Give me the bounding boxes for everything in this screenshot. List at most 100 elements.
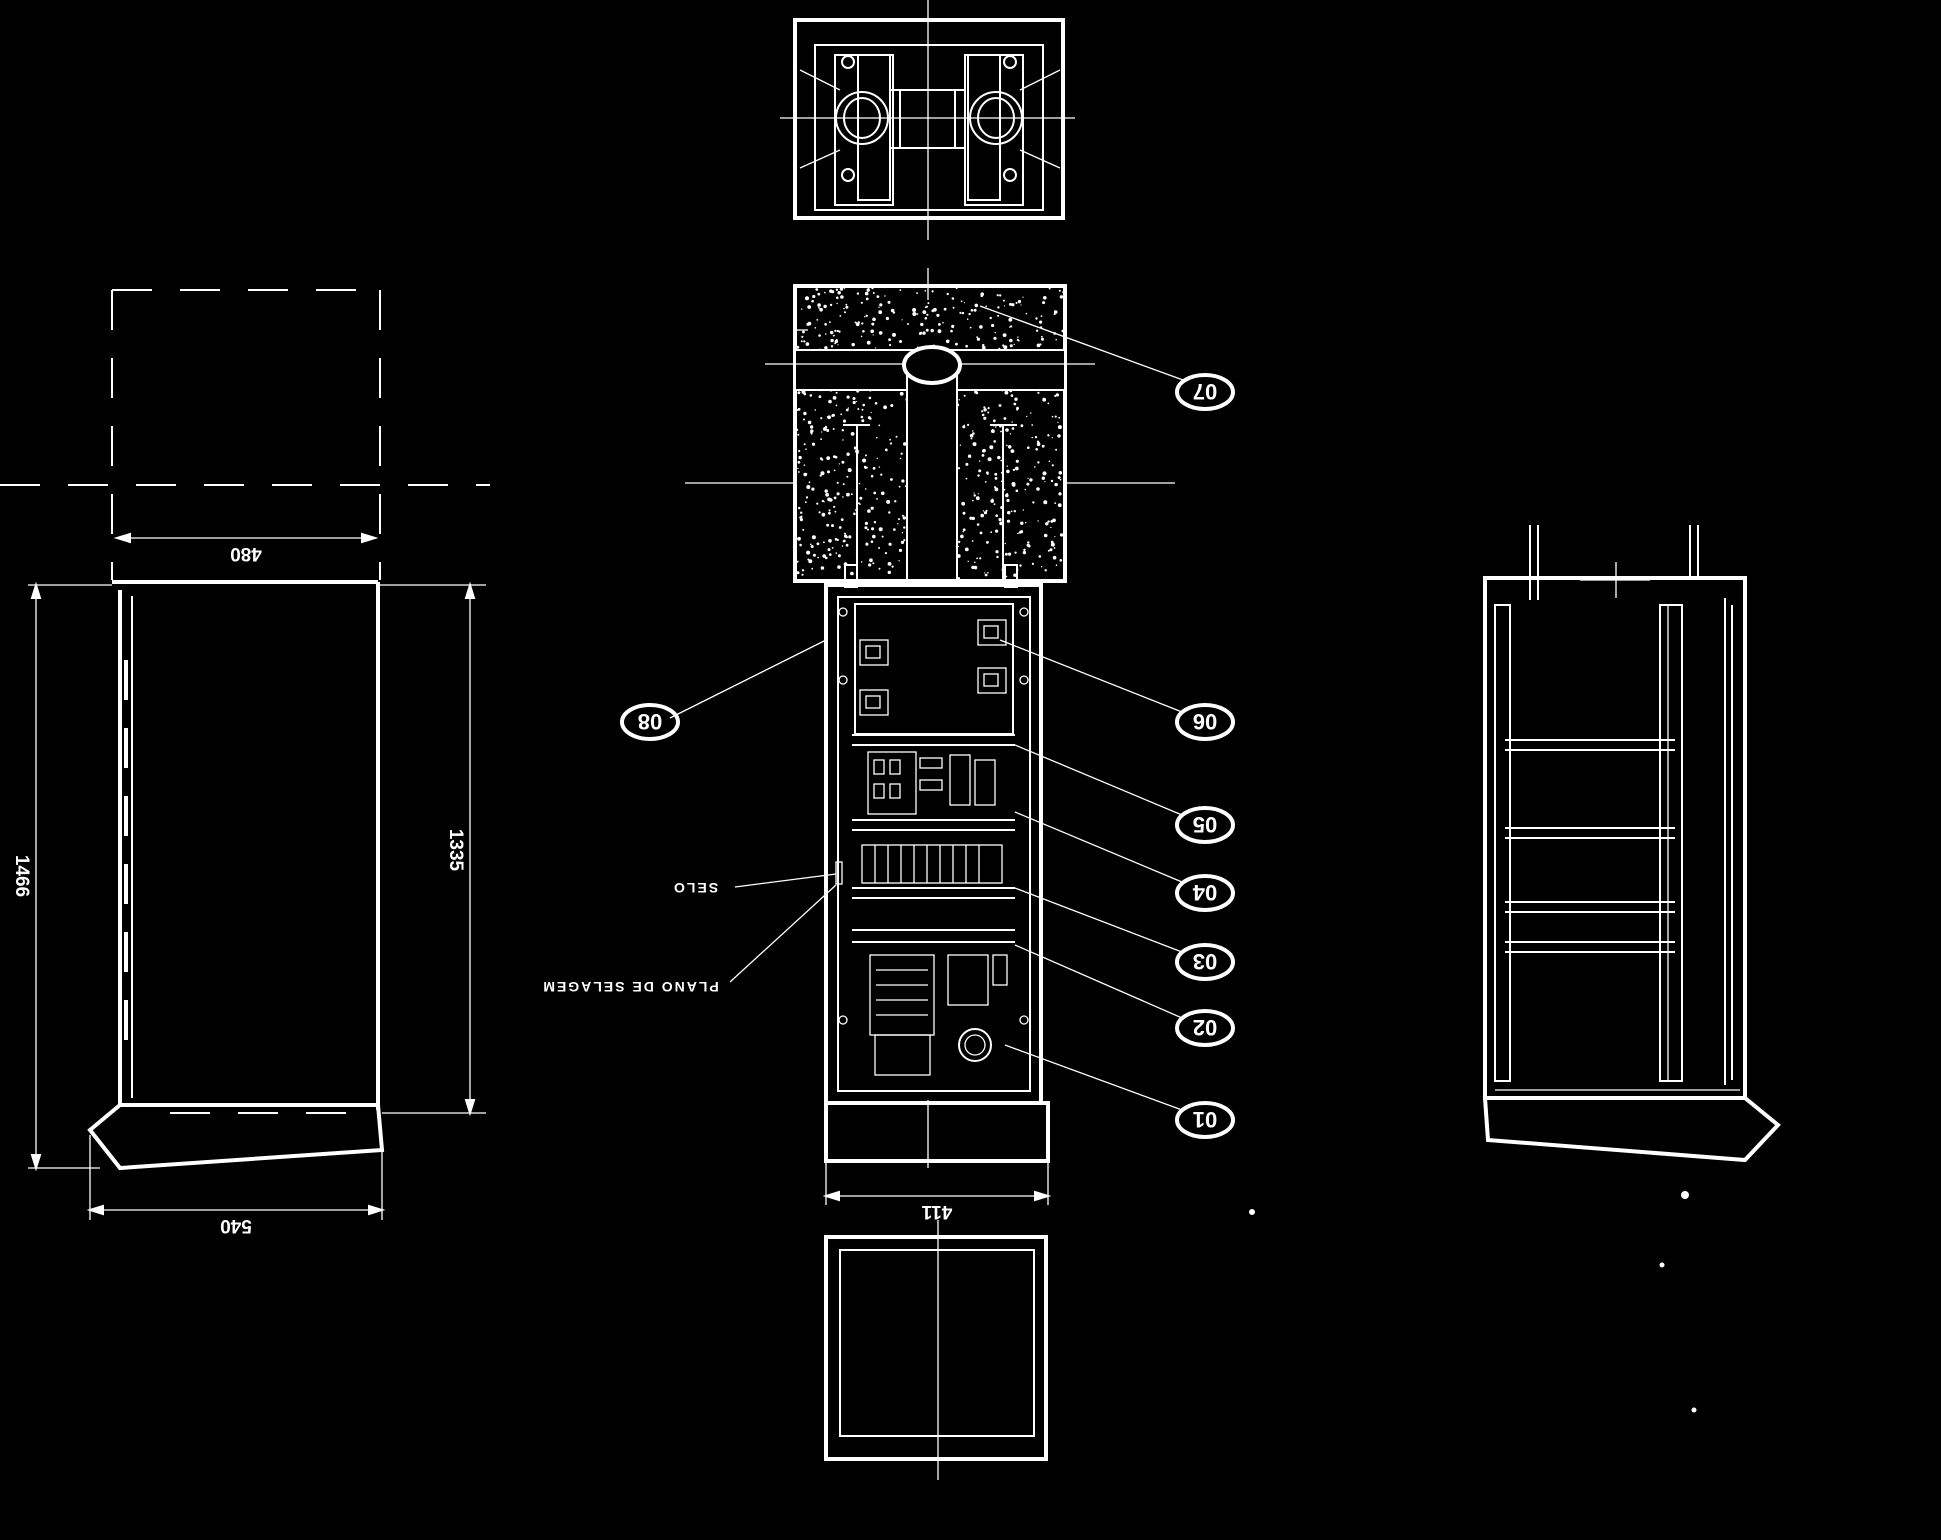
concrete-speck: [820, 471, 825, 476]
concrete-speck: [930, 328, 934, 333]
concrete-speck: [819, 474, 822, 477]
concrete-speck: [846, 492, 850, 497]
concrete-speck: [987, 572, 989, 574]
concrete-speck: [842, 439, 844, 441]
concrete-speck: [847, 468, 852, 473]
concrete-speck: [980, 294, 984, 298]
concrete-speck: [1048, 287, 1051, 290]
concrete-speck: [871, 527, 875, 531]
concrete-speck: [898, 548, 903, 553]
concrete-speck: [1051, 415, 1054, 418]
concrete-speck: [817, 303, 821, 307]
concrete-speck: [966, 318, 969, 321]
dim-body-height: 1335: [445, 829, 466, 872]
concrete-speck: [1059, 295, 1064, 299]
concrete-speck: [798, 449, 801, 453]
concrete-speck: [1052, 555, 1057, 560]
concrete-speck: [1048, 460, 1051, 463]
concrete-speck: [1027, 541, 1030, 544]
concrete-speck: [1036, 487, 1040, 491]
concrete-speck: [1054, 394, 1057, 397]
concrete-speck: [835, 391, 838, 394]
concrete-speck: [1043, 500, 1048, 505]
concrete-speck: [995, 426, 997, 428]
concrete-speck: [977, 493, 979, 495]
callouts: 07 08 06 05 04 03 02 01 SELO PLANO DE: [541, 305, 1235, 1139]
concrete-speck: [997, 306, 1000, 309]
concrete-speck: [811, 442, 816, 446]
concrete-speck: [844, 311, 846, 314]
concrete-speck: [1014, 551, 1017, 554]
concrete-speck: [1055, 393, 1059, 397]
concrete-speck: [811, 299, 814, 303]
concrete-speck: [818, 511, 821, 514]
concrete-speck: [982, 346, 986, 350]
concrete-speck: [878, 527, 883, 532]
foundation-block: [685, 268, 1175, 583]
concrete-speck: [881, 491, 885, 496]
concrete-speck: [1009, 344, 1013, 348]
concrete-speck: [1037, 461, 1040, 464]
concrete-speck: [867, 416, 871, 420]
concrete-speck: [1008, 552, 1012, 556]
concrete-speck: [822, 554, 826, 558]
concrete-speck: [1017, 532, 1019, 535]
concrete-speck: [1031, 562, 1034, 566]
concrete-speck: [960, 300, 963, 303]
concrete-speck: [820, 566, 825, 570]
concrete-speck: [975, 391, 979, 395]
concrete-speck: [807, 420, 812, 425]
concrete-speck: [903, 442, 907, 446]
concrete-speck: [1035, 317, 1038, 320]
concrete-speck: [974, 561, 976, 564]
concrete-speck: [861, 408, 864, 411]
concrete-speck: [819, 307, 823, 312]
concrete-speck: [881, 535, 884, 538]
concrete-speck: [1009, 433, 1012, 435]
concrete-speck: [1013, 343, 1015, 346]
concrete-speck: [825, 492, 829, 497]
concrete-speck: [805, 296, 809, 301]
concrete-speck: [903, 539, 906, 542]
concrete-speck: [997, 314, 1000, 317]
concrete-speck: [853, 512, 856, 516]
concrete-speck: [867, 509, 871, 513]
callout-02: 02: [1193, 1015, 1217, 1040]
concrete-speck: [972, 430, 974, 432]
concrete-speck: [806, 550, 811, 555]
concrete-speck: [922, 310, 927, 314]
concrete-speck: [838, 526, 842, 529]
concrete-speck: [898, 518, 900, 521]
concrete-speck: [1003, 417, 1007, 420]
concrete-speck: [979, 325, 983, 329]
concrete-speck: [878, 547, 881, 549]
concrete-speck: [848, 535, 852, 539]
concrete-speck: [1036, 343, 1041, 348]
concrete-speck: [925, 305, 929, 308]
concrete-speck: [890, 478, 893, 481]
concrete-speck: [844, 534, 848, 538]
concrete-speck: [887, 562, 892, 566]
concrete-speck: [809, 425, 814, 429]
concrete-speck: [804, 501, 807, 504]
concrete-speck: [899, 289, 902, 291]
concrete-speck: [946, 292, 949, 296]
concrete-speck: [796, 560, 799, 563]
concrete-speck: [846, 475, 849, 478]
concrete-speck: [797, 536, 801, 541]
concrete-speck: [870, 540, 874, 543]
concrete-speck: [840, 413, 843, 416]
concrete-speck: [1053, 310, 1058, 314]
concrete-speck: [957, 577, 961, 580]
concrete-speck: [828, 509, 831, 512]
note-sealing-plane: PLANO DE SELAGEM: [541, 979, 718, 995]
concrete-speck: [1061, 329, 1065, 333]
concrete-speck: [800, 511, 803, 514]
concrete-speck: [850, 571, 854, 576]
concrete-speck: [850, 432, 855, 436]
concrete-speck: [1010, 394, 1014, 397]
concrete-speck: [820, 438, 822, 441]
concrete-speck: [994, 487, 999, 492]
concrete-speck: [1041, 444, 1045, 448]
concrete-speck: [983, 406, 986, 409]
